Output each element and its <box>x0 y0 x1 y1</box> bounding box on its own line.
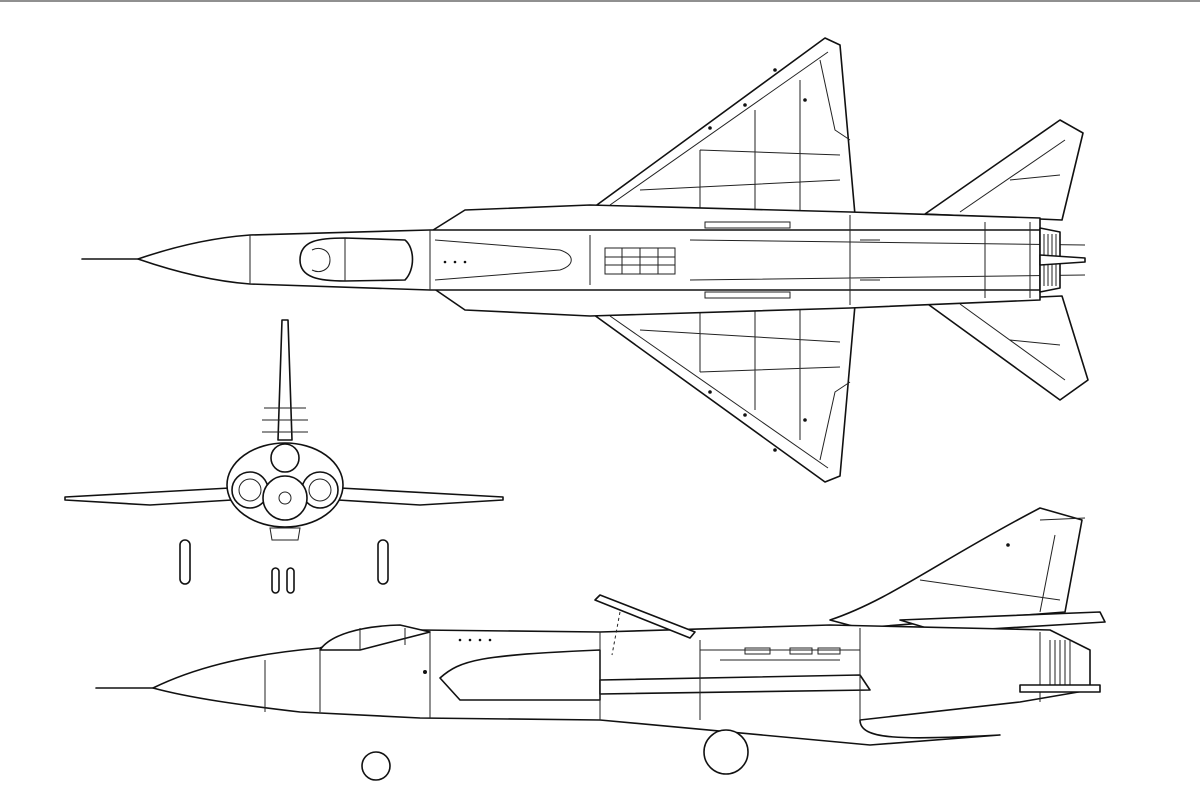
front-view-wing-right <box>337 487 504 506</box>
top-view-ventral-fin <box>1039 254 1086 266</box>
side-view-slots <box>744 647 841 655</box>
side-view-fin-details <box>919 517 1086 613</box>
front-view <box>64 319 504 594</box>
top-view-canopy-frame <box>311 238 346 281</box>
front-view-gear-left <box>179 539 191 585</box>
top-view-tailplane-upper <box>924 119 1084 221</box>
top-view-wing-lower-details <box>609 308 851 469</box>
top-view-rivets <box>443 68 807 452</box>
top-view-fuselage <box>137 229 1041 291</box>
top-view-tailplane-upper-details <box>959 139 1066 213</box>
side-view-tail-fin <box>829 507 1083 629</box>
side-view-ventral-fin <box>1019 684 1101 693</box>
front-view-gear-right <box>377 539 389 585</box>
front-view-nose-gear-right <box>286 567 295 594</box>
top-view-wing-lower <box>589 304 856 483</box>
top-view-airbrake-grid <box>604 247 676 275</box>
side-view-rivets <box>423 543 1010 674</box>
side-view-main-wheel <box>703 729 749 775</box>
front-view-fin-details <box>262 407 308 433</box>
top-view-slots <box>704 221 880 299</box>
side-view-nose-wheel <box>361 751 391 781</box>
top-view-wing-upper-details <box>609 51 851 214</box>
front-view-canopy <box>270 443 300 473</box>
side-view-canopy-frame <box>359 628 406 650</box>
side-view-canopy <box>319 624 431 651</box>
front-view-nose-gear-left <box>271 567 280 594</box>
side-view-wing-raised <box>594 594 696 639</box>
side-view-exhaust-petals <box>1049 640 1071 690</box>
front-view-intake-left <box>231 471 269 509</box>
front-view-intake-right <box>301 471 339 509</box>
top-view <box>81 37 1089 483</box>
top-view-tailplane-lower <box>924 295 1089 401</box>
front-view-nose <box>262 475 308 521</box>
side-view-wing-pivot-line <box>611 611 621 656</box>
front-view-wing-left <box>64 487 233 506</box>
top-view-canopy <box>299 237 414 282</box>
top-view-tailplane-lower-details <box>959 303 1066 381</box>
top-view-panel-lines <box>249 215 1086 305</box>
front-view-ventral <box>269 527 301 541</box>
front-view-fin <box>277 319 293 441</box>
side-view <box>95 507 1106 781</box>
side-view-panel-lines <box>264 628 1041 720</box>
